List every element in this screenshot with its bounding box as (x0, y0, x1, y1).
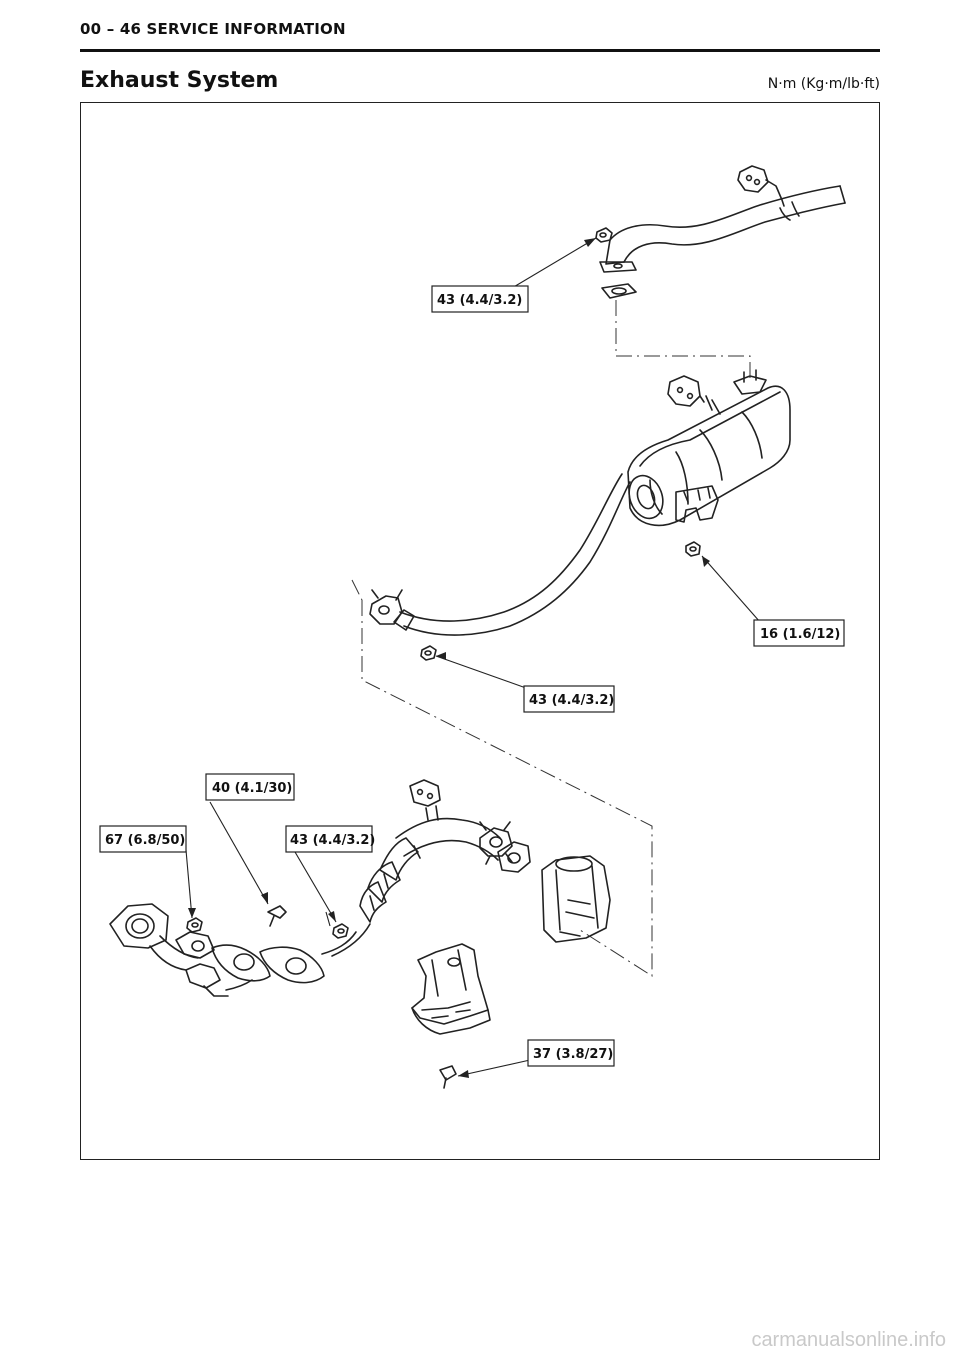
torque-label-manifold-bolt: 40 (4.1/30) (212, 781, 292, 796)
page-title: Exhaust System (80, 68, 279, 93)
nut-center-pipe (420, 645, 437, 661)
torque-label-front-pipe: 43 (4.4/3.2) (437, 293, 522, 308)
nut-muffler (685, 541, 701, 557)
diagram-frame (80, 102, 880, 1160)
torque-label-manifold-nut: 67 (6.8/50) (105, 833, 185, 848)
center-pipe (369, 473, 631, 636)
torque-label-muffler: 16 (1.6/12) (760, 627, 840, 642)
front-pipe (321, 779, 531, 957)
leader-lines (185, 237, 761, 1077)
catalytic-converter (541, 855, 611, 943)
tail-pipe (599, 165, 846, 299)
manifold-nut (186, 917, 203, 933)
flange-nut (332, 923, 349, 939)
torque-label-bracket-bolt: 37 (3.8/27) (533, 1047, 613, 1062)
header-rule (80, 49, 880, 52)
muffler (627, 369, 791, 527)
manifold-bolt (267, 905, 287, 927)
exhaust-manifold (109, 903, 325, 997)
bracket-bolt (439, 1065, 457, 1089)
assembly-lines (351, 300, 751, 977)
units-label: N·m (Kg·m/lb·ft) (767, 76, 880, 92)
footer-watermark: carmanualsonline.info (751, 1329, 946, 1351)
torque-label-boxes (99, 285, 845, 1067)
torque-label-center-pipe: 43 (4.4/3.2) (529, 693, 614, 708)
nut-front-pipe (595, 227, 613, 243)
section-header: 00 – 46 SERVICE INFORMATION (80, 20, 346, 38)
leader-arrowheads (188, 238, 710, 1078)
torque-label-flange-nut: 43 (4.4/3.2) (290, 833, 375, 848)
heat-shield-bracket (411, 943, 491, 1035)
